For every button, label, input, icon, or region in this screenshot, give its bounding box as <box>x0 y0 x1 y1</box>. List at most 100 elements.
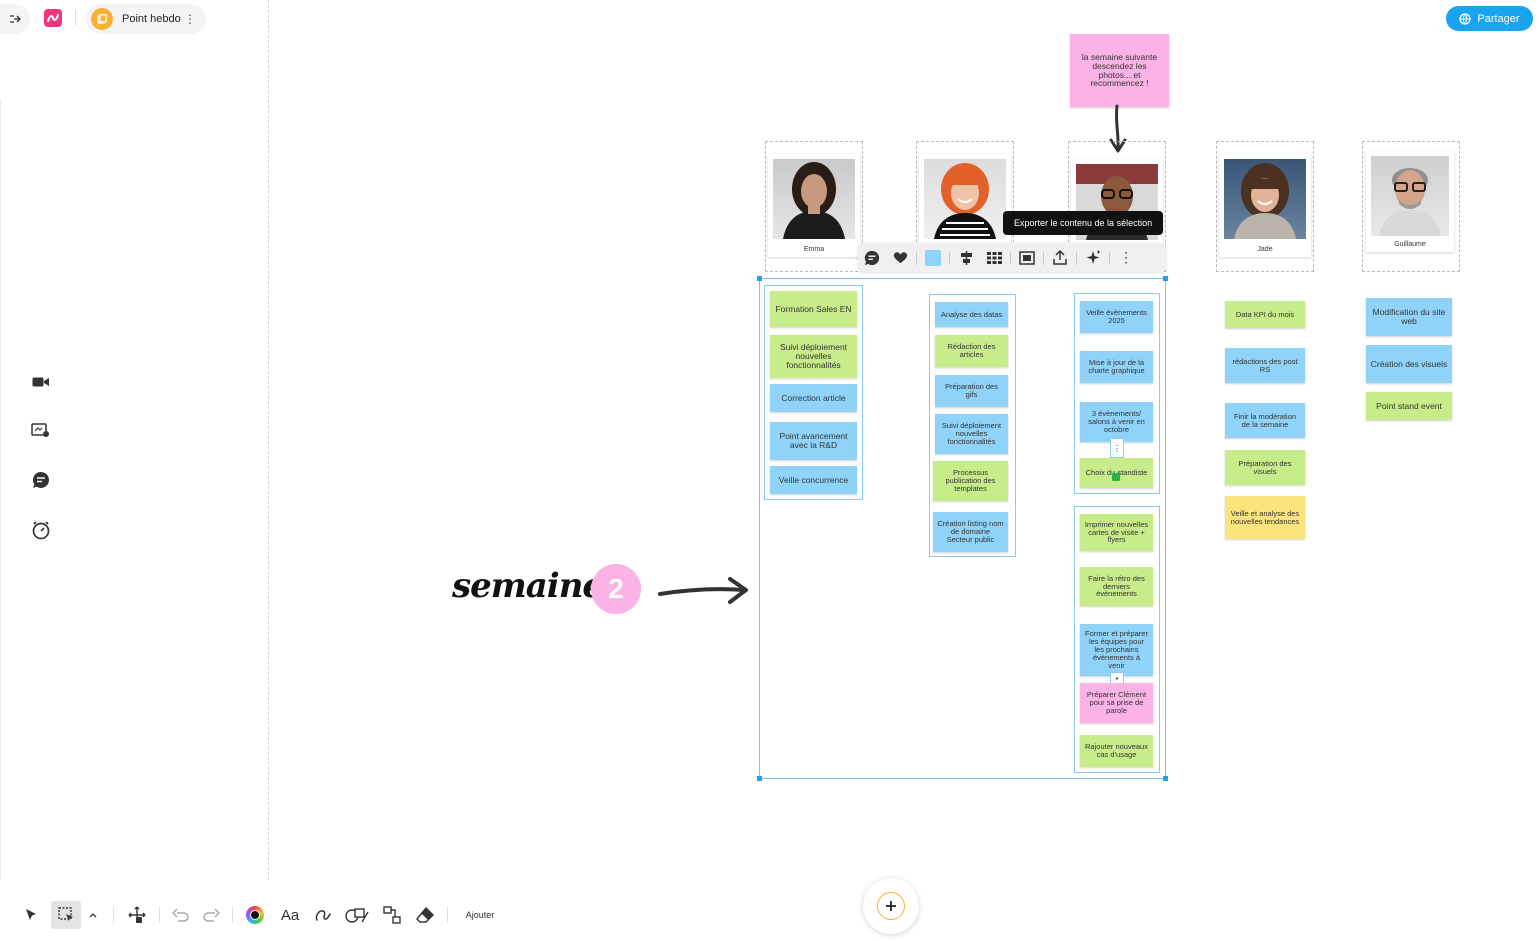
frame-icon[interactable] <box>1013 244 1041 272</box>
undo-icon[interactable] <box>171 903 191 927</box>
share-label: Partager <box>1477 12 1520 25</box>
sticky-note[interactable]: Imprimer nouvelles cartes de visite + fl… <box>1080 514 1153 551</box>
redo-icon[interactable] <box>201 903 221 927</box>
sticky-note[interactable]: Former et préparer les équipes pour les … <box>1080 624 1153 676</box>
floating-add-button[interactable] <box>863 878 919 934</box>
sticky-note[interactable]: Processus publication des templates <box>933 461 1008 501</box>
left-rail-border <box>0 100 1 880</box>
separator <box>75 10 76 26</box>
export-tooltip: Exporter le contenu de la sélection <box>1003 211 1164 235</box>
plus-icon <box>877 892 905 920</box>
sticky-note[interactable]: Rajouter nouveaux cas d'usage <box>1080 735 1153 767</box>
export-icon[interactable] <box>1046 244 1074 272</box>
sticky-note[interactable]: Préparation des visuels <box>1225 450 1305 485</box>
sticky-note[interactable]: Suivi déploiement nouvelles fonctionnali… <box>935 414 1008 454</box>
pointer-icon[interactable] <box>20 903 42 927</box>
group-outline <box>1074 293 1160 494</box>
connector-handle[interactable]: ⋮ <box>1110 438 1124 458</box>
separator <box>113 907 114 923</box>
comment-icon[interactable] <box>30 469 52 491</box>
sticky-note[interactable]: Point avancement avec la R&D <box>770 422 857 460</box>
sticky-note[interactable]: Faire la rétro des derniers évènements <box>1080 567 1153 606</box>
sticky-note[interactable]: Correction article <box>770 384 857 412</box>
resize-handle[interactable] <box>1163 776 1168 781</box>
chevron-up-icon[interactable] <box>86 903 100 927</box>
board-title: Point hebdo <box>122 13 181 25</box>
sticky-note[interactable]: Préparation des gifs <box>935 375 1008 407</box>
more-icon[interactable]: ⋮ <box>1119 249 1133 265</box>
person-card[interactable]: Guillaume <box>1366 151 1454 252</box>
group-outline <box>764 285 863 500</box>
selection-icon[interactable] <box>51 901 81 929</box>
globe-icon <box>1459 12 1472 25</box>
sticky-note[interactable]: Point stand event <box>1366 392 1452 420</box>
video-camera-icon[interactable] <box>30 371 52 393</box>
sticky-note[interactable]: Suivi déploiement nouvelles fonctionnali… <box>770 335 857 378</box>
color-swatch-icon[interactable] <box>919 244 947 272</box>
sticky-note[interactable]: rédactions des post RS <box>1225 348 1305 383</box>
person-name: Jade <box>1257 246 1273 253</box>
photo-emma <box>773 159 855 239</box>
align-icon[interactable] <box>952 244 980 272</box>
board-title-pill[interactable]: Point hebdo ⋮ <box>86 4 206 34</box>
photo-frame <box>1362 141 1460 272</box>
photo-frame <box>1216 141 1314 272</box>
resize-handle[interactable] <box>1163 276 1168 281</box>
sticky-note[interactable]: Data KPI du mois <box>1225 301 1305 328</box>
selection-box[interactable] <box>759 278 1166 779</box>
panel-divider <box>268 0 269 880</box>
text-icon[interactable]: Aa <box>280 906 300 924</box>
screen-share-icon[interactable] <box>30 420 52 442</box>
pan-icon[interactable] <box>126 903 148 927</box>
sticky-note[interactable]: Création des visuels <box>1366 345 1452 383</box>
group-outline <box>929 294 1016 557</box>
down-arrow <box>1109 104 1127 153</box>
resize-handle[interactable] <box>757 276 762 281</box>
separator <box>159 907 160 923</box>
sticky-note[interactable]: Mise à jour de la charte graphique <box>1080 351 1153 383</box>
board-menu-icon[interactable]: ⋮ <box>184 12 196 26</box>
person-card[interactable] <box>919 154 1011 257</box>
person-name: Guillaume <box>1394 241 1426 248</box>
photo-guillaume <box>1371 156 1449 236</box>
sticky-note[interactable]: Finir la modération de la semaine <box>1225 403 1305 438</box>
person-card[interactable]: Emma <box>768 154 860 257</box>
comment-icon[interactable] <box>858 244 886 272</box>
expand-sidebar-button[interactable] <box>0 4 30 34</box>
app-logo[interactable] <box>44 9 62 27</box>
right-arrow <box>658 577 748 604</box>
week-number-badge[interactable]: 2 <box>591 564 641 614</box>
instruction-note[interactable]: la semaine suivante descendez les photos… <box>1070 34 1169 107</box>
photo-jade <box>1224 159 1306 239</box>
eraser-icon[interactable] <box>414 903 436 927</box>
separator <box>447 907 448 923</box>
sticky-note[interactable]: 3 évènements/ salons à venir en octobre <box>1080 402 1153 442</box>
week-label[interactable]: semaine <box>452 566 604 606</box>
add-button[interactable]: Ajouter <box>465 910 495 920</box>
sticky-note[interactable]: Préparer Clément pour sa prise de parole <box>1080 683 1153 723</box>
resize-handle[interactable] <box>757 776 762 781</box>
sticky-note[interactable]: Modification du site web <box>1366 298 1452 336</box>
expand-icon <box>10 15 21 23</box>
color-picker-icon[interactable] <box>245 903 265 927</box>
heart-icon[interactable] <box>886 244 914 272</box>
logo-icon <box>47 14 59 22</box>
sticky-note[interactable]: Création listing nom de domaine Secteur … <box>933 512 1008 552</box>
ai-sparkle-icon[interactable] <box>1079 244 1107 272</box>
person-name: Emma <box>803 246 825 253</box>
sticky-note[interactable]: Formation Sales EN <box>770 291 857 327</box>
photo-person-2 <box>924 159 1006 239</box>
sticky-text: Choix du standiste <box>1085 468 1148 478</box>
share-button[interactable]: Partager <box>1446 6 1533 31</box>
sticky-note[interactable]: Rédaction des articles <box>935 335 1008 367</box>
sticky-note[interactable]: Analyse des datas <box>935 302 1008 327</box>
sticky-note[interactable]: Veille évènements 2025 <box>1080 301 1153 333</box>
pen-icon[interactable] <box>313 903 333 927</box>
person-card[interactable]: Jade <box>1219 154 1311 257</box>
grid-icon[interactable] <box>980 244 1008 272</box>
sticky-note[interactable]: Veille concurrence <box>770 466 857 494</box>
sticky-note[interactable]: Veille et analyse des nouvelles tendance… <box>1225 496 1305 539</box>
connector-icon[interactable] <box>381 903 403 927</box>
shapes-icon[interactable] <box>344 903 370 927</box>
timer-icon[interactable] <box>30 519 52 541</box>
